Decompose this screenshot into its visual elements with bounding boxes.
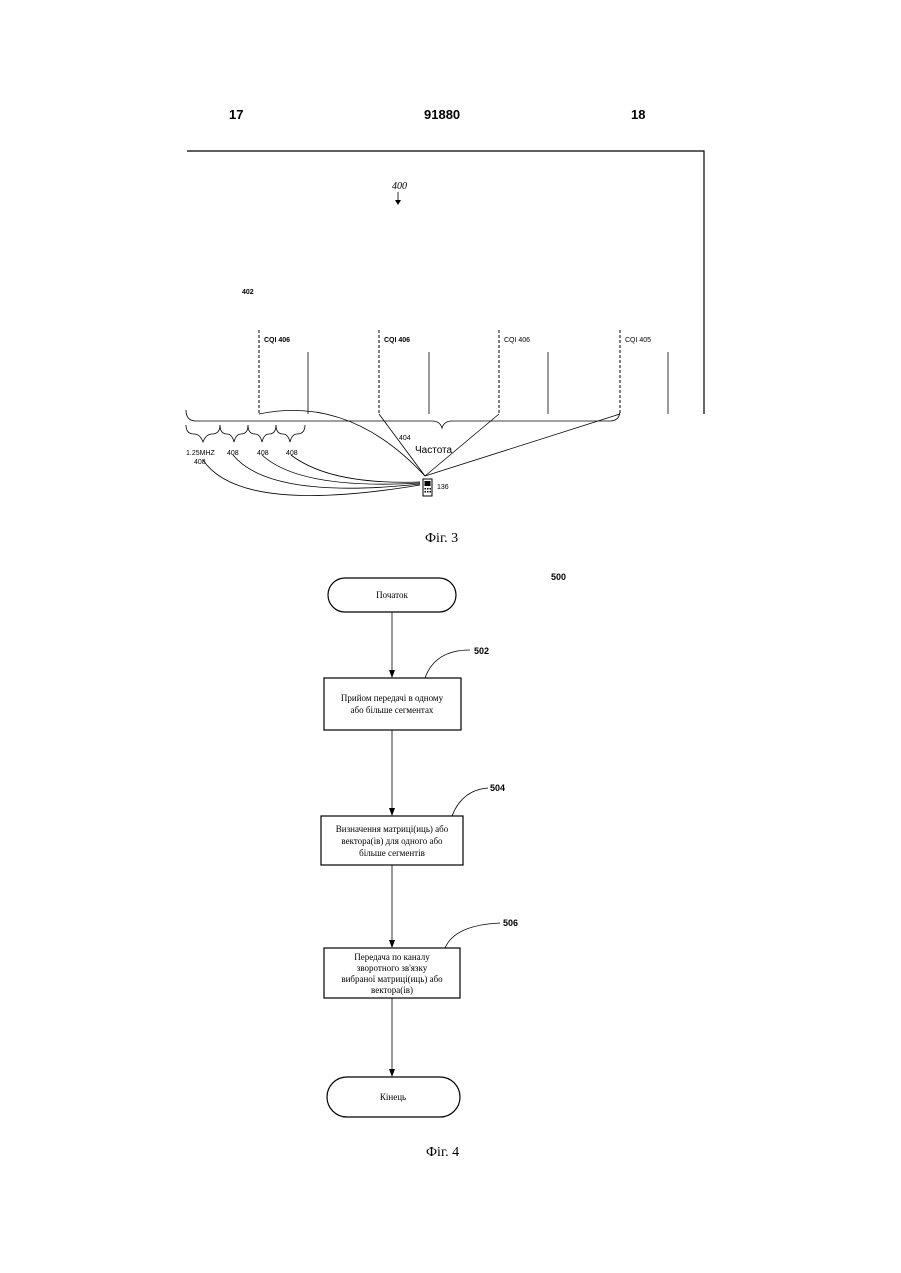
step2-line2: вектора(ів) для одного або [341,836,443,846]
arrowhead-end [389,1069,395,1077]
step1-line2: або більше сегментах [351,705,434,715]
page-number-left: 17 [229,107,243,122]
segment-label-1: 408 [227,450,239,457]
ref-400-label: 400 [392,181,407,192]
ref-408-label: 408 [194,459,206,466]
ref-400-arrowhead [395,200,401,205]
step2-ref-leader [452,788,488,816]
arrowhead-step3 [389,940,395,948]
step3-line2: зворотного зв'язку [357,963,428,973]
link-line-segment-2 [233,455,420,488]
step3-line1: Передача по каналу [354,952,430,962]
frequency-band-brace [186,410,620,428]
step1-ref-label: 502 [474,646,489,656]
ref-402-label: 402 [242,289,254,296]
cqi-label-3: CQI 406 [504,337,530,344]
mobile-device-icon [423,479,432,496]
step2-ref-label: 504 [490,783,505,793]
step-receive-box [324,678,461,730]
step3-ref-label: 506 [503,918,518,928]
patent-number: 91880 [424,107,460,122]
cqi-label-4: CQI 405 [625,337,651,344]
frame-border [187,151,704,414]
step2-line3: більше сегментів [359,848,425,858]
frequency-label: Частота [415,445,453,456]
ref-404-label: 404 [399,435,411,442]
page-number-right: 18 [631,107,645,122]
step1-ref-leader [425,650,470,678]
segment-brace-2 [220,425,248,442]
step3-ref-leader [445,923,500,948]
device-ref-label: 136 [437,484,449,491]
link-line-cqi-1 [259,410,425,476]
figure-4: 500 Початок Прийом передачі в одному або… [321,572,566,1160]
start-label: Початок [376,590,408,600]
end-label: Кінець [380,1092,406,1102]
figure-4-caption: Фіг. 4 [426,1145,459,1160]
figure-3: 400 402 CQI 406 CQI 406 CQI 406 CQI 405 … [186,151,704,546]
segment-brace-4 [276,425,305,442]
link-line-segment-4 [291,455,420,482]
ref-500-label: 500 [551,572,566,582]
link-line-cqi-4 [425,414,620,476]
arrowhead-step2 [389,808,395,816]
figure-3-caption: Фіг. 3 [425,531,458,546]
step3-line4: вектора(ів) [371,985,413,995]
cqi-label-2: CQI 406 [384,337,410,344]
bandwidth-label: 1.25MHZ [186,450,216,457]
link-line-segment-3 [262,455,420,484]
segment-brace-1 [186,425,220,442]
cqi-label-1: CQI 406 [264,337,290,344]
step2-line1: Визначення матриці(иць) або [336,824,449,834]
step3-line3: вибраної матриці(иць) або [341,974,443,984]
segment-brace-3 [248,425,276,442]
arrowhead-step1 [389,670,395,678]
step1-line1: Прийом передачі в одному [341,693,444,703]
